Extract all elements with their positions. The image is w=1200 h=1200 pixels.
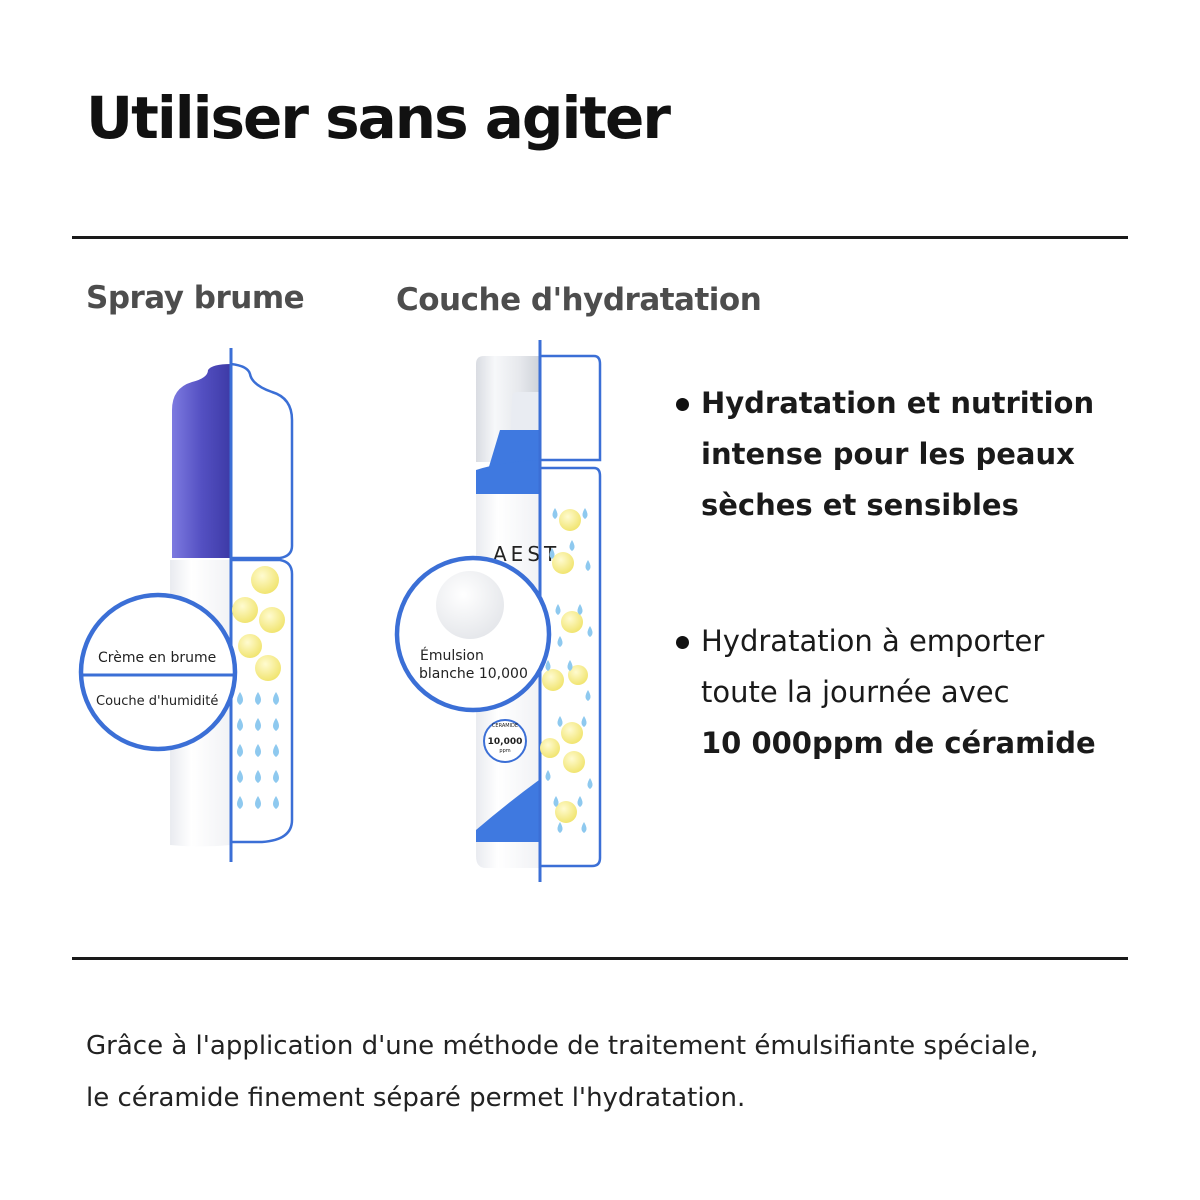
- emulsion-label-line2: blanche 10,000: [419, 666, 528, 682]
- footer-line-1: Grâce à l'application d'une méthode de t…: [86, 1031, 1039, 1061]
- svg-text:CERAMIDE: CERAMIDE: [492, 723, 518, 729]
- ceramide-bubbles: [540, 509, 588, 823]
- footer-line-2: le céramide finement séparé permet l'hyd…: [86, 1083, 746, 1113]
- moisture-drops: [545, 508, 593, 833]
- bullet-line: toute la journée avec: [701, 675, 1010, 709]
- bullet-line: 10 000ppm de céramide: [701, 726, 1096, 760]
- emulsion-dab: [436, 571, 504, 639]
- bullet-dot-icon: [676, 636, 689, 649]
- bullet-line: sèches et sensibles: [701, 488, 1019, 522]
- svg-text:10,000: 10,000: [488, 737, 523, 747]
- footer-description: Grâce à l'application d'une méthode de t…: [86, 1020, 1146, 1124]
- bullet-all-day-hydration: Hydratation à emporter toute la journée …: [676, 616, 1176, 769]
- emulsion-label-line1: Émulsion: [420, 647, 484, 664]
- bullet-line: intense pour les peaux: [701, 437, 1075, 471]
- bottom-divider: [72, 957, 1128, 960]
- spray-bottle: Crème en brume Couche d'humidité: [78, 348, 294, 862]
- cream-bubbles: [232, 566, 285, 681]
- ceramide-badge: CERAMIDE 10,000 ppm: [483, 719, 527, 763]
- spray-mist-label: Spray brume: [86, 280, 305, 316]
- emulsion-magnifier: Émulsion blanche 10,000: [394, 555, 552, 713]
- moisture-drops: [237, 692, 279, 809]
- product-illustration: Crème en brume Couche d'humidité AEST CE…: [78, 340, 602, 882]
- bullet-intense-hydration: Hydratation et nutrition intense pour le…: [676, 378, 1176, 531]
- bullet-line: Hydratation à emporter: [701, 624, 1045, 658]
- page-title: Utiliser sans agiter: [86, 84, 671, 152]
- svg-text:ppm: ppm: [499, 748, 510, 754]
- cream-mist-label: Crème en brume: [98, 650, 216, 666]
- spray-magnifier: Crème en brume Couche d'humidité: [78, 592, 238, 752]
- bullet-dot-icon: [676, 398, 689, 411]
- purple-cap: [172, 364, 231, 558]
- emulsion-bottle: AEST CERAMIDE 10,000 ppm: [394, 340, 602, 882]
- bullet-line: Hydratation et nutrition: [701, 386, 1095, 420]
- hydration-layer-label: Couche d'hydratation: [396, 282, 762, 318]
- top-divider: [72, 236, 1128, 239]
- moisture-layer-label: Couche d'humidité: [96, 694, 218, 709]
